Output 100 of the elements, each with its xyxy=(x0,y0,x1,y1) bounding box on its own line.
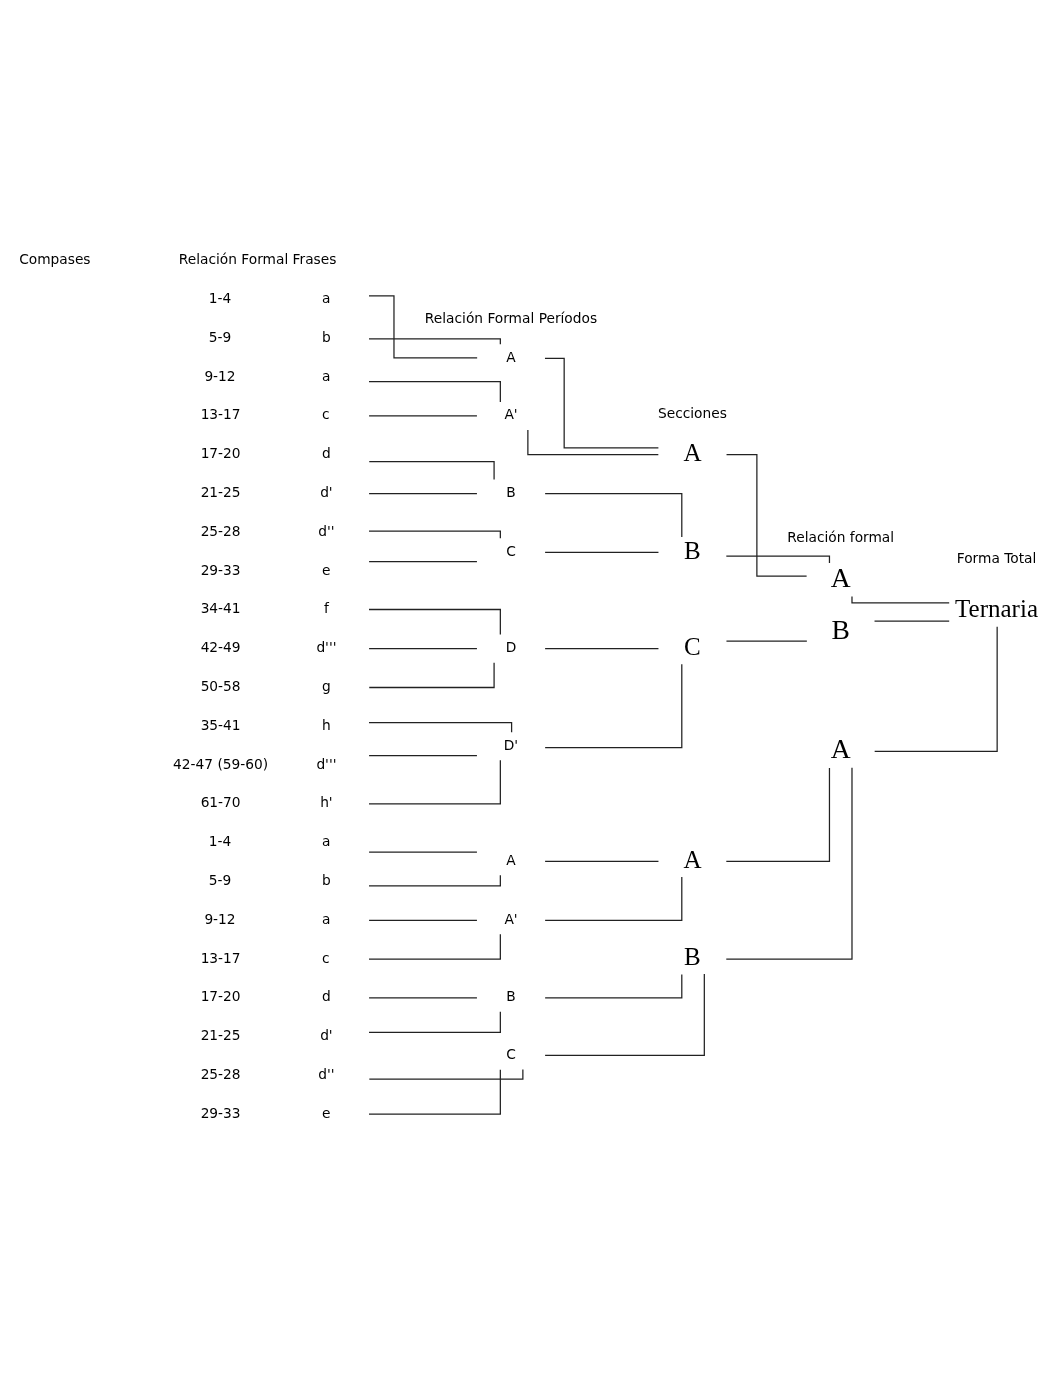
connector xyxy=(368,1010,501,1033)
node-label: 1-4 xyxy=(208,289,232,306)
node-text: B xyxy=(684,942,701,970)
node-text: d'' xyxy=(318,522,335,539)
connector xyxy=(368,1068,501,1115)
connector xyxy=(874,625,998,752)
node-label: 34-41 xyxy=(200,599,241,616)
node-label: 1-4 xyxy=(208,832,232,849)
label: Forma Total xyxy=(956,549,1037,566)
node-label: 17-20 xyxy=(200,444,241,461)
node-label: 29-33 xyxy=(200,561,241,578)
connector xyxy=(544,357,660,448)
node-text: c xyxy=(322,949,330,966)
connector xyxy=(368,850,478,853)
connector xyxy=(544,973,683,998)
node-label: 9-12 xyxy=(204,367,236,384)
node-text: c xyxy=(322,405,330,422)
connector xyxy=(544,875,683,921)
node-label: 25-28 xyxy=(200,522,241,539)
node-label: 21-25 xyxy=(200,1026,241,1043)
connector xyxy=(368,1068,524,1080)
node-text: D' xyxy=(503,736,519,753)
connector xyxy=(368,560,478,562)
node-text: a xyxy=(322,367,331,384)
node-label: 50-58 xyxy=(200,677,241,694)
connector xyxy=(725,453,808,577)
connector xyxy=(527,428,659,455)
node-text: A' xyxy=(504,405,518,422)
connector xyxy=(368,661,495,688)
connector xyxy=(725,766,853,960)
label: Relación Formal Frases xyxy=(178,250,337,267)
node-label: 17-20 xyxy=(200,987,241,1004)
node-text: g xyxy=(322,677,331,694)
node-text: d'' xyxy=(318,1065,335,1082)
node-text: a xyxy=(322,289,331,306)
node-text: f xyxy=(323,599,329,616)
node-text: A xyxy=(830,561,851,593)
node-label: 42-47 (59-60) xyxy=(173,755,269,772)
node-label: 35-41 xyxy=(200,716,241,733)
node-label: 9-12 xyxy=(204,910,236,927)
connector xyxy=(368,759,501,804)
label: Relación formal xyxy=(787,528,895,545)
connector xyxy=(544,647,660,649)
connector xyxy=(544,492,683,537)
node-label: 61-70 xyxy=(200,793,241,810)
connector xyxy=(725,640,808,642)
node-text: d' xyxy=(320,483,333,500)
node-text: A xyxy=(830,732,851,764)
label: Compases xyxy=(19,250,91,267)
node-label: 13-17 xyxy=(200,405,241,422)
node-text: A xyxy=(506,348,516,365)
node-text: b xyxy=(322,871,331,888)
connector xyxy=(873,620,950,622)
node-text: C xyxy=(506,1045,516,1062)
node-text: e xyxy=(322,1104,331,1121)
connector xyxy=(368,294,478,358)
node-text: h xyxy=(322,716,331,733)
connector xyxy=(368,608,501,635)
connector xyxy=(544,551,660,553)
connector xyxy=(725,554,831,564)
node-text: d''' xyxy=(316,638,337,655)
node-text: B xyxy=(506,483,516,500)
node-text: d xyxy=(322,444,331,461)
connector xyxy=(725,766,831,862)
connector xyxy=(544,973,705,1056)
node-text: A xyxy=(683,438,702,466)
node-text: C xyxy=(684,632,701,660)
node-label: 25-28 xyxy=(200,1065,241,1082)
node-text: Ternaria xyxy=(955,594,1039,622)
node-label: 5-9 xyxy=(208,328,232,345)
node-text: b xyxy=(322,328,331,345)
connector xyxy=(368,380,501,403)
connector xyxy=(368,337,501,345)
node-text: B xyxy=(684,536,701,564)
connector xyxy=(368,647,478,649)
node-text: D xyxy=(505,638,517,655)
connector xyxy=(368,933,501,960)
node-text: A xyxy=(683,845,702,873)
connector xyxy=(544,663,683,748)
connector xyxy=(368,414,478,417)
node-text: d xyxy=(322,987,331,1004)
node-text: A xyxy=(506,851,516,868)
connector xyxy=(368,460,495,480)
node-label: 13-17 xyxy=(200,949,241,966)
connector xyxy=(544,860,660,862)
node-text: B xyxy=(506,987,516,1004)
connector xyxy=(368,996,478,998)
node-label: 5-9 xyxy=(208,871,232,888)
node-text: B xyxy=(831,613,850,645)
node-text: a xyxy=(322,910,331,927)
node-label: 21-25 xyxy=(200,483,241,500)
label: Secciones xyxy=(657,404,727,421)
node-text: a xyxy=(322,832,331,849)
connector xyxy=(368,754,478,756)
node-label: 42-49 xyxy=(200,638,241,655)
connector xyxy=(368,919,478,921)
label: Relación Formal Períodos xyxy=(424,309,598,326)
node-text: e xyxy=(322,561,331,578)
node-text: h' xyxy=(320,793,333,810)
node-text: A' xyxy=(504,910,518,927)
